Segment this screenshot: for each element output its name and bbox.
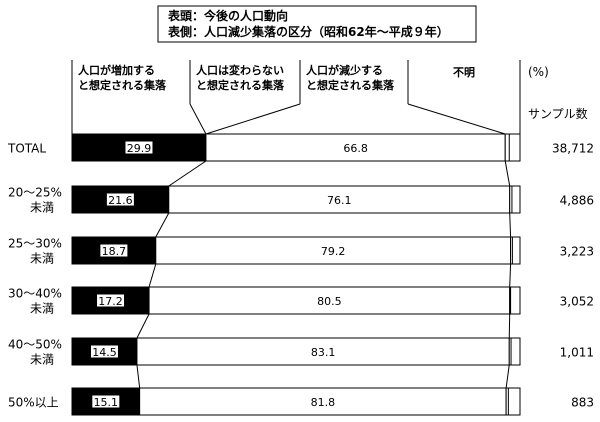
- connector-line: [509, 263, 512, 288]
- header-box: [157, 5, 477, 43]
- legend-label: 人口が減少する: [306, 63, 383, 77]
- category-label-line: 未満: [30, 302, 54, 316]
- bar-row: 17.2 80.5: [71, 286, 521, 315]
- bar-segment: [148, 286, 511, 315]
- data-label: 83.1: [311, 346, 336, 359]
- sample-size: 883: [571, 396, 594, 410]
- category-label-line: 未満: [30, 353, 54, 367]
- category-label-line: 未満: [30, 201, 54, 215]
- category-label-line: 20～25%: [8, 186, 62, 200]
- category-label-line: TOTAL: [7, 142, 46, 156]
- bars: 29.9 66.8 21.6 76.1 18.7 79.2 17.2 80.5 14.5 83.1…: [71, 133, 521, 416]
- data-label-box: [89, 344, 119, 359]
- legend-label: 人口が増加する: [78, 63, 155, 77]
- legend-guide-line: [205, 103, 301, 135]
- bar-segment: [510, 236, 513, 265]
- chart-header: 表頭：今後の人口動向 表側：人口減少集落の区分（昭和62年～平成９年）: [157, 5, 477, 43]
- connector-line: [148, 263, 157, 288]
- bar-segment: [508, 337, 512, 366]
- legend-label: と想定される集落: [306, 78, 395, 92]
- data-label: 21.6: [108, 194, 133, 207]
- connector-line: [504, 160, 511, 187]
- connector-line: [509, 212, 512, 238]
- category-label: 40～50%未満: [8, 338, 62, 367]
- data-label: 15.1: [94, 396, 119, 409]
- category-label-line: 未満: [30, 252, 54, 266]
- data-label: 29.9: [127, 142, 152, 155]
- legend-item: 不明: [407, 60, 475, 104]
- category-label: 25～30%未満: [8, 237, 62, 266]
- category-label: 20～25%未満: [8, 186, 62, 215]
- sample-size-header: サンプル数: [528, 106, 588, 121]
- bar-row: 15.1 81.8: [71, 387, 521, 416]
- connector-line: [168, 160, 207, 187]
- legend-label: と想定される集落: [196, 78, 285, 92]
- connector-line: [136, 364, 141, 389]
- bar-row: 29.9 66.8: [71, 133, 521, 162]
- bar-segment: [509, 286, 512, 315]
- sample-size: 3,223: [560, 245, 594, 259]
- header-line-1: 表頭：今後の人口動向: [167, 8, 288, 23]
- category-label-line: 25～30%: [8, 237, 62, 251]
- data-label-box: [124, 140, 154, 155]
- data-label-box: [96, 293, 126, 308]
- legend-guide-line: [189, 103, 207, 135]
- data-label: 66.8: [343, 142, 368, 155]
- category-label-line: 40～50%: [8, 338, 62, 352]
- category-label: 50%以上: [8, 396, 59, 410]
- bar-segment: [155, 236, 512, 265]
- data-label: 81.8: [311, 396, 336, 409]
- sample-size: 1,011: [560, 346, 594, 360]
- category-label-line: 50%以上: [8, 396, 59, 410]
- legend: 人口が増加すると想定される集落人口は変わらないと想定される集落人口が減少すると想…: [71, 60, 521, 135]
- bar-row: 14.5 83.1: [71, 337, 521, 366]
- sample-size: 3,052: [560, 295, 594, 309]
- bar-segment: [136, 337, 510, 366]
- connector-line: [155, 212, 170, 238]
- header-line-2: 表側：人口減少集落の区分（昭和62年～平成９年）: [167, 24, 449, 39]
- category-label: 30～40%未満: [8, 287, 62, 316]
- data-label: 18.7: [102, 245, 127, 258]
- connector-line: [505, 364, 510, 389]
- unit-label: (%): [528, 65, 549, 79]
- category-label: TOTAL: [7, 142, 46, 156]
- bar-connectors: [136, 160, 512, 389]
- data-label-box: [99, 243, 129, 258]
- legend-label: と想定される集落: [78, 78, 167, 92]
- data-label: 79.2: [321, 245, 346, 258]
- connector-line: [136, 313, 150, 339]
- data-label-box: [91, 394, 121, 409]
- data-label: 17.2: [98, 295, 123, 308]
- data-label-box: [105, 192, 135, 207]
- legend-label: 人口は変わらない: [196, 63, 284, 77]
- bar-segment: [505, 387, 509, 416]
- bar-row: 18.7 79.2: [71, 236, 521, 265]
- category-label-line: 30～40%: [8, 287, 62, 301]
- data-label: 14.5: [92, 346, 117, 359]
- sample-size: 4,886: [560, 194, 594, 208]
- data-label: 80.5: [317, 295, 342, 308]
- legend-label: 不明: [453, 66, 475, 79]
- bar-segment: [509, 185, 513, 214]
- bar-row: 21.6 76.1: [71, 185, 521, 214]
- bar-segment: [504, 133, 510, 162]
- data-label: 76.1: [327, 194, 352, 207]
- legend-guide-line: [407, 103, 506, 135]
- sample-size: 38,712: [552, 142, 594, 156]
